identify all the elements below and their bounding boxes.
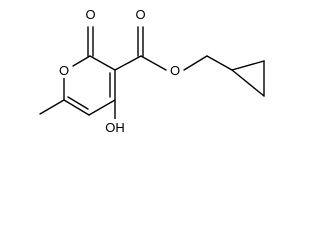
bond-c3-ester-carbon bbox=[114, 55, 142, 71]
bond-c5-c6-single bbox=[63, 99, 90, 116]
molecule-drawing: O O O O OH bbox=[39, 6, 265, 136]
mask-carbonyl-oxygen-ester bbox=[134, 6, 147, 23]
mask-hydroxyl bbox=[103, 119, 127, 136]
bond-cyclopropyl-a bbox=[231, 60, 265, 71]
bond-c6-methyl bbox=[39, 99, 65, 115]
mask-ring-oxygen bbox=[57, 62, 71, 78]
mask-carbonyl-oxygen-lactone bbox=[84, 6, 97, 23]
atom-hydroxyl: OH bbox=[105, 120, 125, 135]
bond-cyclopropyl-c bbox=[231, 69, 265, 97]
atom-ring-oxygen: O bbox=[59, 63, 69, 78]
bond-c5-c6-double bbox=[67, 96, 89, 110]
bond-o1-c2 bbox=[72, 55, 91, 67]
atom-carbonyl-oxygen-lactone: O bbox=[85, 7, 95, 22]
bond-ester-o-ch2 bbox=[183, 55, 208, 71]
mask-ester-oxygen bbox=[168, 62, 182, 78]
structure-diagram: O O O O OH bbox=[39, 6, 265, 136]
bond-ch2-cyclopropyl bbox=[206, 55, 233, 71]
atom-ester-oxygen: O bbox=[170, 63, 180, 78]
bond-ester-c-o bbox=[140, 55, 167, 71]
bond-c4-c5 bbox=[88, 99, 116, 116]
atom-carbonyl-oxygen-ester: O bbox=[135, 7, 145, 22]
bond-c2-c3 bbox=[89, 55, 116, 71]
